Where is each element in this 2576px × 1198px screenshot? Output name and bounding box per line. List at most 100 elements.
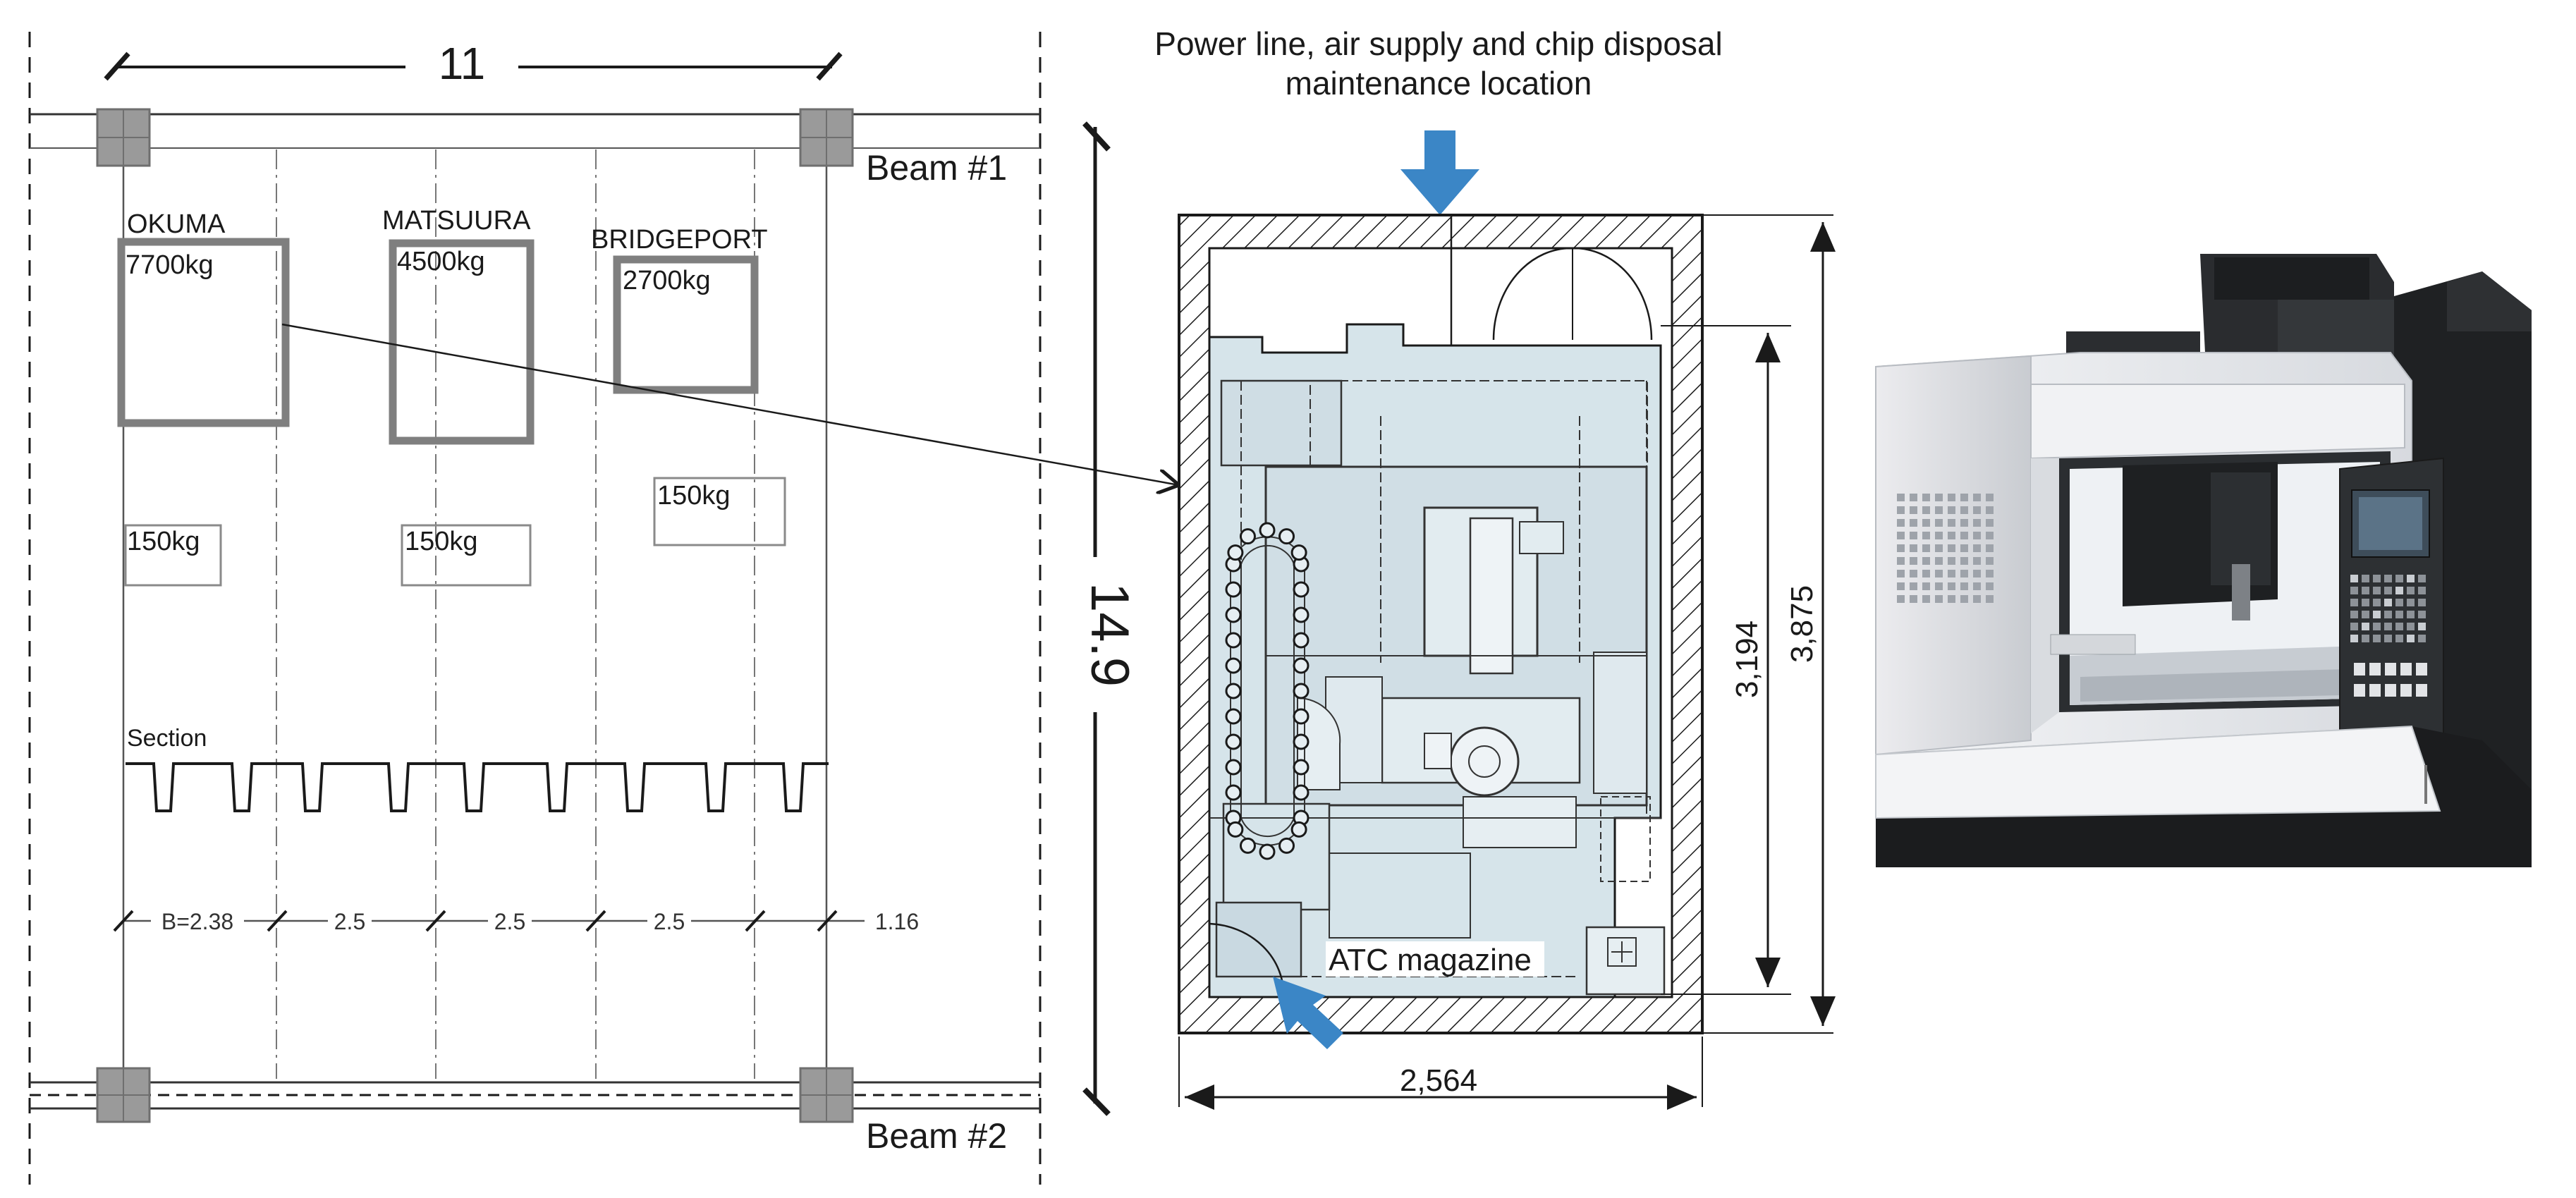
vent-slot — [1935, 506, 1943, 514]
column-bottom-left — [96, 1067, 151, 1123]
magazine-pocket — [1239, 837, 1256, 854]
vent-slot — [1986, 506, 1994, 514]
column-bottom-right — [799, 1067, 854, 1123]
machine-name: MATSUURA — [382, 206, 531, 236]
panel-key — [2384, 599, 2392, 606]
magazine-pocket — [1293, 683, 1310, 699]
control-panel-keys — [2350, 575, 2427, 697]
vent-slot — [1922, 557, 1930, 565]
vent-slot — [1960, 557, 1968, 565]
vent-slot — [1922, 506, 1930, 514]
panel-key — [2373, 575, 2381, 582]
inner-depth-dimension-label: 3,194 — [1730, 621, 1764, 698]
sub-load-weight: 150kg — [657, 481, 731, 511]
vent-slot — [1935, 519, 1943, 527]
machine-weight: 2700kg — [623, 266, 711, 295]
magazine-pocket — [1293, 759, 1310, 776]
machine-footprint — [117, 238, 290, 427]
vent-slot — [1960, 506, 1968, 514]
vent-slot — [1910, 506, 1917, 514]
magazine-pocket — [1293, 657, 1310, 674]
machine-weight: 7700kg — [126, 250, 214, 280]
vent-slot — [1922, 544, 1930, 552]
panel-key — [2350, 587, 2358, 594]
panel-key — [2384, 611, 2392, 618]
panel-key — [2418, 587, 2426, 594]
magazine-pocket — [1290, 544, 1307, 561]
magazine-pocket — [1225, 606, 1242, 623]
vent-slot — [1973, 557, 1981, 565]
vent-slot — [1897, 570, 1905, 577]
vent-slot — [1897, 506, 1905, 514]
vent-slot — [1986, 532, 1994, 539]
vent-slot — [1935, 494, 1943, 501]
vent-slot — [1973, 519, 1981, 527]
panel-button — [2369, 663, 2381, 676]
panel-key — [2384, 623, 2392, 630]
panel-key — [2395, 635, 2403, 642]
vent-slot — [1897, 544, 1905, 552]
vent-slot — [1922, 532, 1930, 539]
panel-key — [2384, 575, 2392, 582]
vent-slot — [1986, 544, 1994, 552]
panel-key — [2395, 611, 2403, 618]
panel-key — [2407, 587, 2415, 594]
vent-slot — [1948, 506, 1955, 514]
magazine-pocket — [1293, 784, 1310, 801]
panel-key — [2418, 599, 2426, 606]
panel-key — [2362, 599, 2369, 606]
layout-drawing: Power line, air supply and chip disposal… — [1154, 25, 1836, 1110]
vent-slot — [1973, 570, 1981, 577]
panel-key — [2418, 623, 2426, 630]
magazine-pocket — [1259, 843, 1276, 860]
vent-slot — [1960, 595, 1968, 603]
vent-slot — [1973, 544, 1981, 552]
vent-slot — [1948, 532, 1955, 539]
span-tick-right — [816, 51, 843, 81]
sub-load-box — [653, 477, 786, 546]
panel-key — [2373, 623, 2381, 630]
maintenance-arrow-icon — [1400, 130, 1479, 215]
sub-load-box — [124, 524, 222, 587]
rib-spacing-label: 2.5 — [654, 909, 685, 934]
panel-key — [2395, 575, 2403, 582]
panel-key — [2407, 635, 2415, 642]
magazine-pocket — [1225, 632, 1242, 649]
panel-key — [2373, 611, 2381, 618]
vent-slot — [1910, 557, 1917, 565]
rib-spacing-label: 2.5 — [494, 909, 525, 934]
magazine-pocket — [1278, 528, 1295, 545]
vent-grille — [1897, 494, 1994, 603]
vent-slot — [1960, 570, 1968, 577]
vent-slot — [1935, 570, 1943, 577]
section-label: Section — [127, 725, 207, 752]
panel-button — [2385, 684, 2396, 697]
machine-footprint — [613, 255, 759, 394]
vent-slot — [1910, 544, 1917, 552]
rib-spacing-labels: B=2.38 2.5 2.5 2.5 1.16 — [151, 909, 928, 934]
vent-slot — [1960, 494, 1968, 501]
vent-slot — [1960, 532, 1968, 539]
vent-slot — [1986, 595, 1994, 603]
door-swing-arc — [1492, 247, 1573, 341]
panel-button — [2354, 663, 2365, 676]
column-top-right — [799, 108, 854, 167]
span-tick-left — [104, 51, 130, 81]
vent-slot — [1960, 582, 1968, 590]
rib-spacing-label: 2.5 — [334, 909, 365, 934]
panel-key — [2407, 623, 2415, 630]
vent-slot — [1897, 595, 1905, 603]
vent-slot — [1935, 557, 1943, 565]
magazine-pocket — [1225, 759, 1242, 776]
panel-button — [2400, 684, 2412, 697]
vent-slot — [1948, 519, 1955, 527]
panel-button — [2369, 684, 2381, 697]
outer-depth-dimension-label: 3,875 — [1785, 585, 1819, 663]
panel-button — [2385, 663, 2396, 676]
beam-1-label: Beam #1 — [866, 148, 1007, 188]
vent-slot — [1910, 570, 1917, 577]
callout-power-line-2: maintenance location — [1286, 65, 1592, 102]
vent-slot — [1948, 494, 1955, 501]
vent-slot — [1960, 544, 1968, 552]
